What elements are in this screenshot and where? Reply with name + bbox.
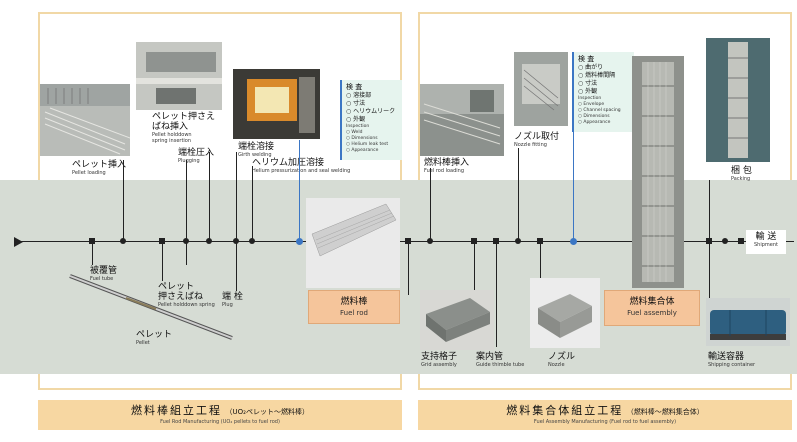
rod-inspection-en-item: ○ Helium leak test [346,142,389,147]
connector [186,160,187,241]
rod-inspection-en-item: ○ Dimensions [346,136,378,141]
component-shipping-container: 輸送容器 Shipping container [708,352,756,368]
assembly-manufacturing-footer: 燃料集合体組立工程 （燃料棒～燃料集合体） Fuel Assembly Manu… [418,400,792,430]
rod-inspection-en-item: ○ Appearance [346,148,379,153]
fuel-rod-product-box: 燃料棒 Fuel rod [308,290,400,324]
component-plug: 端 栓 Plug [222,292,243,308]
process-node [537,238,543,244]
nozzle-fitting-photo [514,52,568,126]
process-node [120,238,126,244]
pellet-loading-photo [40,84,130,156]
assembly-footer-title: 燃料集合体組立工程 [506,404,624,417]
step-pellet-loading: ペレット挿入 Pellet loading [72,160,127,176]
rod-footer-title: 燃料棒組立工程 [131,404,223,417]
process-node [405,238,411,244]
connector [252,166,253,241]
inspection-node [296,238,303,245]
assembly-footer-en: Fuel Assembly Manufacturing (Fuel rod to… [533,419,677,425]
connector [162,241,163,281]
assembly-inspection-item: ○ 燃料棒間隔 [578,72,616,79]
process-node [706,238,712,244]
connector [408,241,409,295]
rod-inspection-item: ○ 溶接部 [346,92,372,99]
rod-inspection-item: ○ 外観 [346,116,366,123]
rod-inspection-item: ○ 寸法 [346,100,366,107]
rod-inspection-title: 検 査 [346,83,363,91]
rod-inspection-box: 検 査 ○ 溶接部 ○ 寸法 ○ ヘリウムリーク ○ 外観 Inspection… [340,80,402,160]
grid-assembly-photo [420,290,494,350]
step-girth-welding: 端栓溶接 Girth welding [238,142,275,158]
component-grid-assembly: 支持格子 Grid assembly [421,352,458,368]
step-fuel-rod-loading: 燃料棒挿入 Fuel rod loading [424,158,470,174]
connector [474,241,475,295]
assembly-inspection-en-item: ○ Channel spacing [578,108,621,113]
assembly-inspection-title: 検 査 [578,55,595,63]
assembly-footer-subtitle: （燃料棒～燃料集合体） [626,408,704,416]
step-spring-insertion: ペレット押さえ ばね挿入 Pellet holddown spring inse… [152,112,216,144]
rod-inspection-item: ○ ヘリウムリーク [346,108,396,115]
rod-manufacturing-footer: 燃料棒組立工程 （UO₂ペレット～燃料棒） Fuel Rod Manufactu… [38,400,402,430]
assembly-inspection-en-title: Inspection [578,96,602,101]
packing-photo [706,38,770,162]
step-nozzle-fitting: ノズル取付 Nozzle fitting [514,132,560,148]
connector [496,241,497,347]
assembly-inspection-item: ○ 寸法 [578,80,598,87]
process-node [427,238,433,244]
rod-footer-en: Fuel Rod Manufacturing (UO₂ pellets to f… [160,419,280,425]
shipping-container-photo [706,298,790,346]
fuel-assembly-photo [632,56,684,288]
component-guide-thimble: 案内管 Guide thimble tube [476,352,525,368]
nozzle-photo [530,278,600,348]
fuel-rod-photo [306,198,400,288]
assembly-inspection-en-item: ○ Appearance [578,120,611,125]
component-holddown-spring: ペレット 押さえばね Pellet holddown spring [158,282,215,308]
process-line [14,241,794,242]
process-node [159,238,165,244]
rod-inspection-en-item: ○ Weld [346,130,363,135]
component-fuel-tube: 被覆管 Fuel tube [90,266,118,282]
connector [92,241,93,265]
rod-footer-subtitle: （UO₂ペレット～燃料棒） [225,408,309,416]
process-node [515,238,521,244]
process-node [249,238,255,244]
process-start-arrow-icon [14,237,23,247]
fuel-rod-loading-photo [420,84,504,156]
rod-inspection-en-title: Inspection [346,124,370,129]
assembly-inspection-item: ○ 外観 [578,88,598,95]
process-node [493,238,499,244]
step-shipment: 輸 送 Shipment [746,230,786,254]
assembly-inspection-en-item: ○ Dimensions [578,114,610,119]
connector [123,160,124,241]
process-node [738,238,744,244]
connector-inspection [299,140,300,241]
connector [236,241,237,291]
fuel-rod-cutaway-illustration [66,268,236,348]
connector-inspection [573,132,574,241]
connector [236,152,237,241]
fuel-assembly-product-box: 燃料集合体 Fuel assembly [604,290,700,326]
inspection-node [570,238,577,245]
process-node [183,238,189,244]
assembly-inspection-en-item: ○ Envelope [578,102,605,107]
process-node [89,238,95,244]
step-plugging: 端栓圧入 Plugging [178,148,215,164]
process-node [206,238,212,244]
connector [709,241,710,301]
step-helium-welding: ヘリウム加圧溶接 Helium pressurization and seal … [252,158,351,174]
assembly-inspection-box: 検 査 ○ 曲がり ○ 燃料棒間隔 ○ 寸法 ○ 外観 Inspection ○… [572,52,634,132]
process-node [722,238,728,244]
connector [430,168,431,241]
assembly-inspection-item: ○ 曲がり [578,64,604,71]
connector [209,152,210,241]
component-pellet: ペレット Pellet [136,330,173,346]
connector [709,180,710,241]
process-node [233,238,239,244]
step-packing: 梱 包 Packing [731,166,752,182]
spring-insertion-photo [136,42,222,110]
connector [518,148,519,241]
component-nozzle: ノズル Nozzle [548,352,576,368]
connector [186,241,187,265]
girth-welding-photo [233,69,320,139]
process-node [471,238,477,244]
